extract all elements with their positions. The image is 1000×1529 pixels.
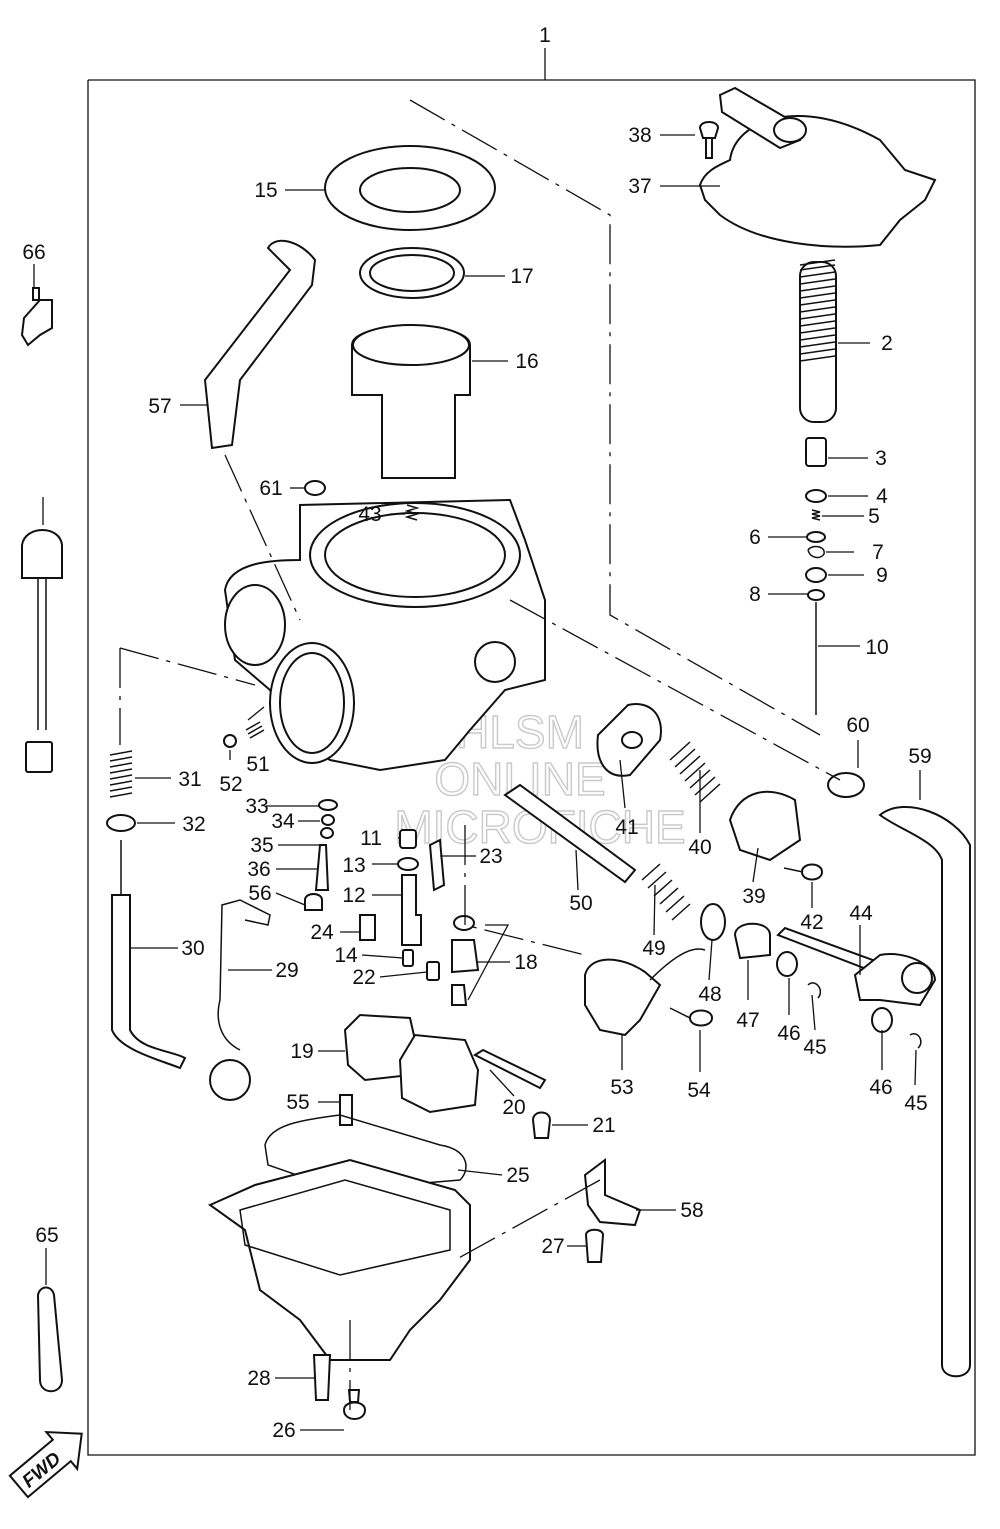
callout-32: 32 (182, 813, 205, 836)
callout-7: 7 (872, 541, 884, 564)
callout-11: 11 (360, 827, 382, 850)
assembly-number-1: 1 (539, 24, 551, 47)
part-30-knob (209, 1059, 251, 1101)
callout-21: 21 (592, 1114, 615, 1137)
callout-59: 58 (680, 1199, 703, 1222)
callout-33: 33 (245, 795, 268, 818)
callout-35: 35 (250, 834, 273, 857)
callout-51: 50 (569, 892, 592, 915)
callout-41: 41 (615, 816, 638, 839)
callout-26: 26 (272, 1419, 295, 1442)
callout-42: 42 (800, 911, 823, 934)
callout-25: 25 (506, 1164, 529, 1187)
callout-47: 46 (777, 1022, 800, 1045)
callout-31: 31 (178, 768, 201, 791)
callout-45b: 45 (904, 1092, 927, 1115)
callout-65: 66 (22, 241, 45, 264)
callout-16: 16 (515, 350, 538, 373)
callout-37: 37 (628, 175, 651, 198)
callout-20: 20 (502, 1096, 525, 1119)
callout-19: 19 (290, 1040, 313, 1063)
callout-30: 30 (181, 937, 204, 960)
callout-55: 54 (687, 1079, 711, 1102)
callout-5: 5 (868, 505, 880, 528)
callout-23: 23 (479, 845, 502, 868)
callout-27: 27 (541, 1235, 564, 1258)
callout-12: 12 (342, 884, 365, 907)
callout-4: 4 (876, 485, 888, 508)
callout-24: 24 (310, 921, 334, 944)
callout-2: 2 (881, 332, 893, 355)
callout-38: 38 (628, 124, 651, 147)
callout-15: 15 (254, 179, 277, 202)
callout-57: 56 (248, 882, 271, 905)
callout-48: 47 (736, 1009, 759, 1032)
callout-labels: 15 17 16 57 61 43 38 37 2 3 4 5 6 7 9 8 … (22, 124, 931, 1442)
leader-lines (33, 99, 921, 1431)
part-60-hose (878, 805, 971, 1378)
callout-54: 53 (610, 1076, 633, 1099)
callout-36: 36 (247, 858, 270, 881)
callout-22: 22 (352, 966, 375, 989)
callout-58: 57 (148, 395, 171, 418)
float-bowl (207, 1158, 471, 1361)
callout-8: 8 (749, 583, 761, 606)
callout-56: 55 (286, 1091, 309, 1114)
parts-artwork (20, 86, 971, 1420)
callout-18: 18 (514, 951, 537, 974)
callout-49: 48 (698, 983, 721, 1006)
callout-52: 51 (246, 753, 269, 776)
callout-43: 43 (358, 503, 381, 526)
callout-13: 13 (342, 854, 365, 877)
callout-6: 6 (749, 526, 761, 549)
callout-62: 61 (259, 477, 282, 500)
callout-3: 3 (875, 447, 887, 470)
callout-45a: 45 (803, 1036, 826, 1059)
callout-17: 17 (510, 265, 533, 288)
fwd-arrow: FWD (8, 1430, 83, 1499)
callout-34: 34 (271, 810, 295, 833)
callout-50: 49 (642, 937, 665, 960)
callout-9: 9 (876, 564, 888, 587)
callout-60: 59 (908, 745, 931, 768)
callout-10: 10 (865, 636, 888, 659)
callout-39: 39 (742, 885, 765, 908)
callout-44: 44 (849, 902, 873, 925)
watermark: HLSM ONLINE MICROFICHE (394, 705, 687, 853)
callout-46: 46 (869, 1076, 892, 1099)
callout-29: 29 (275, 959, 298, 982)
callout-61: 60 (846, 714, 869, 737)
assembly-frame: 1 (87, 24, 976, 1456)
callout-63-64: 65 (35, 1224, 58, 1247)
part-58-hose (203, 239, 317, 450)
callout-40: 40 (688, 836, 711, 859)
callout-53: 52 (219, 773, 242, 796)
callout-14: 14 (334, 944, 358, 967)
part-37-cover (698, 115, 937, 248)
callout-28: 28 (247, 1367, 270, 1390)
